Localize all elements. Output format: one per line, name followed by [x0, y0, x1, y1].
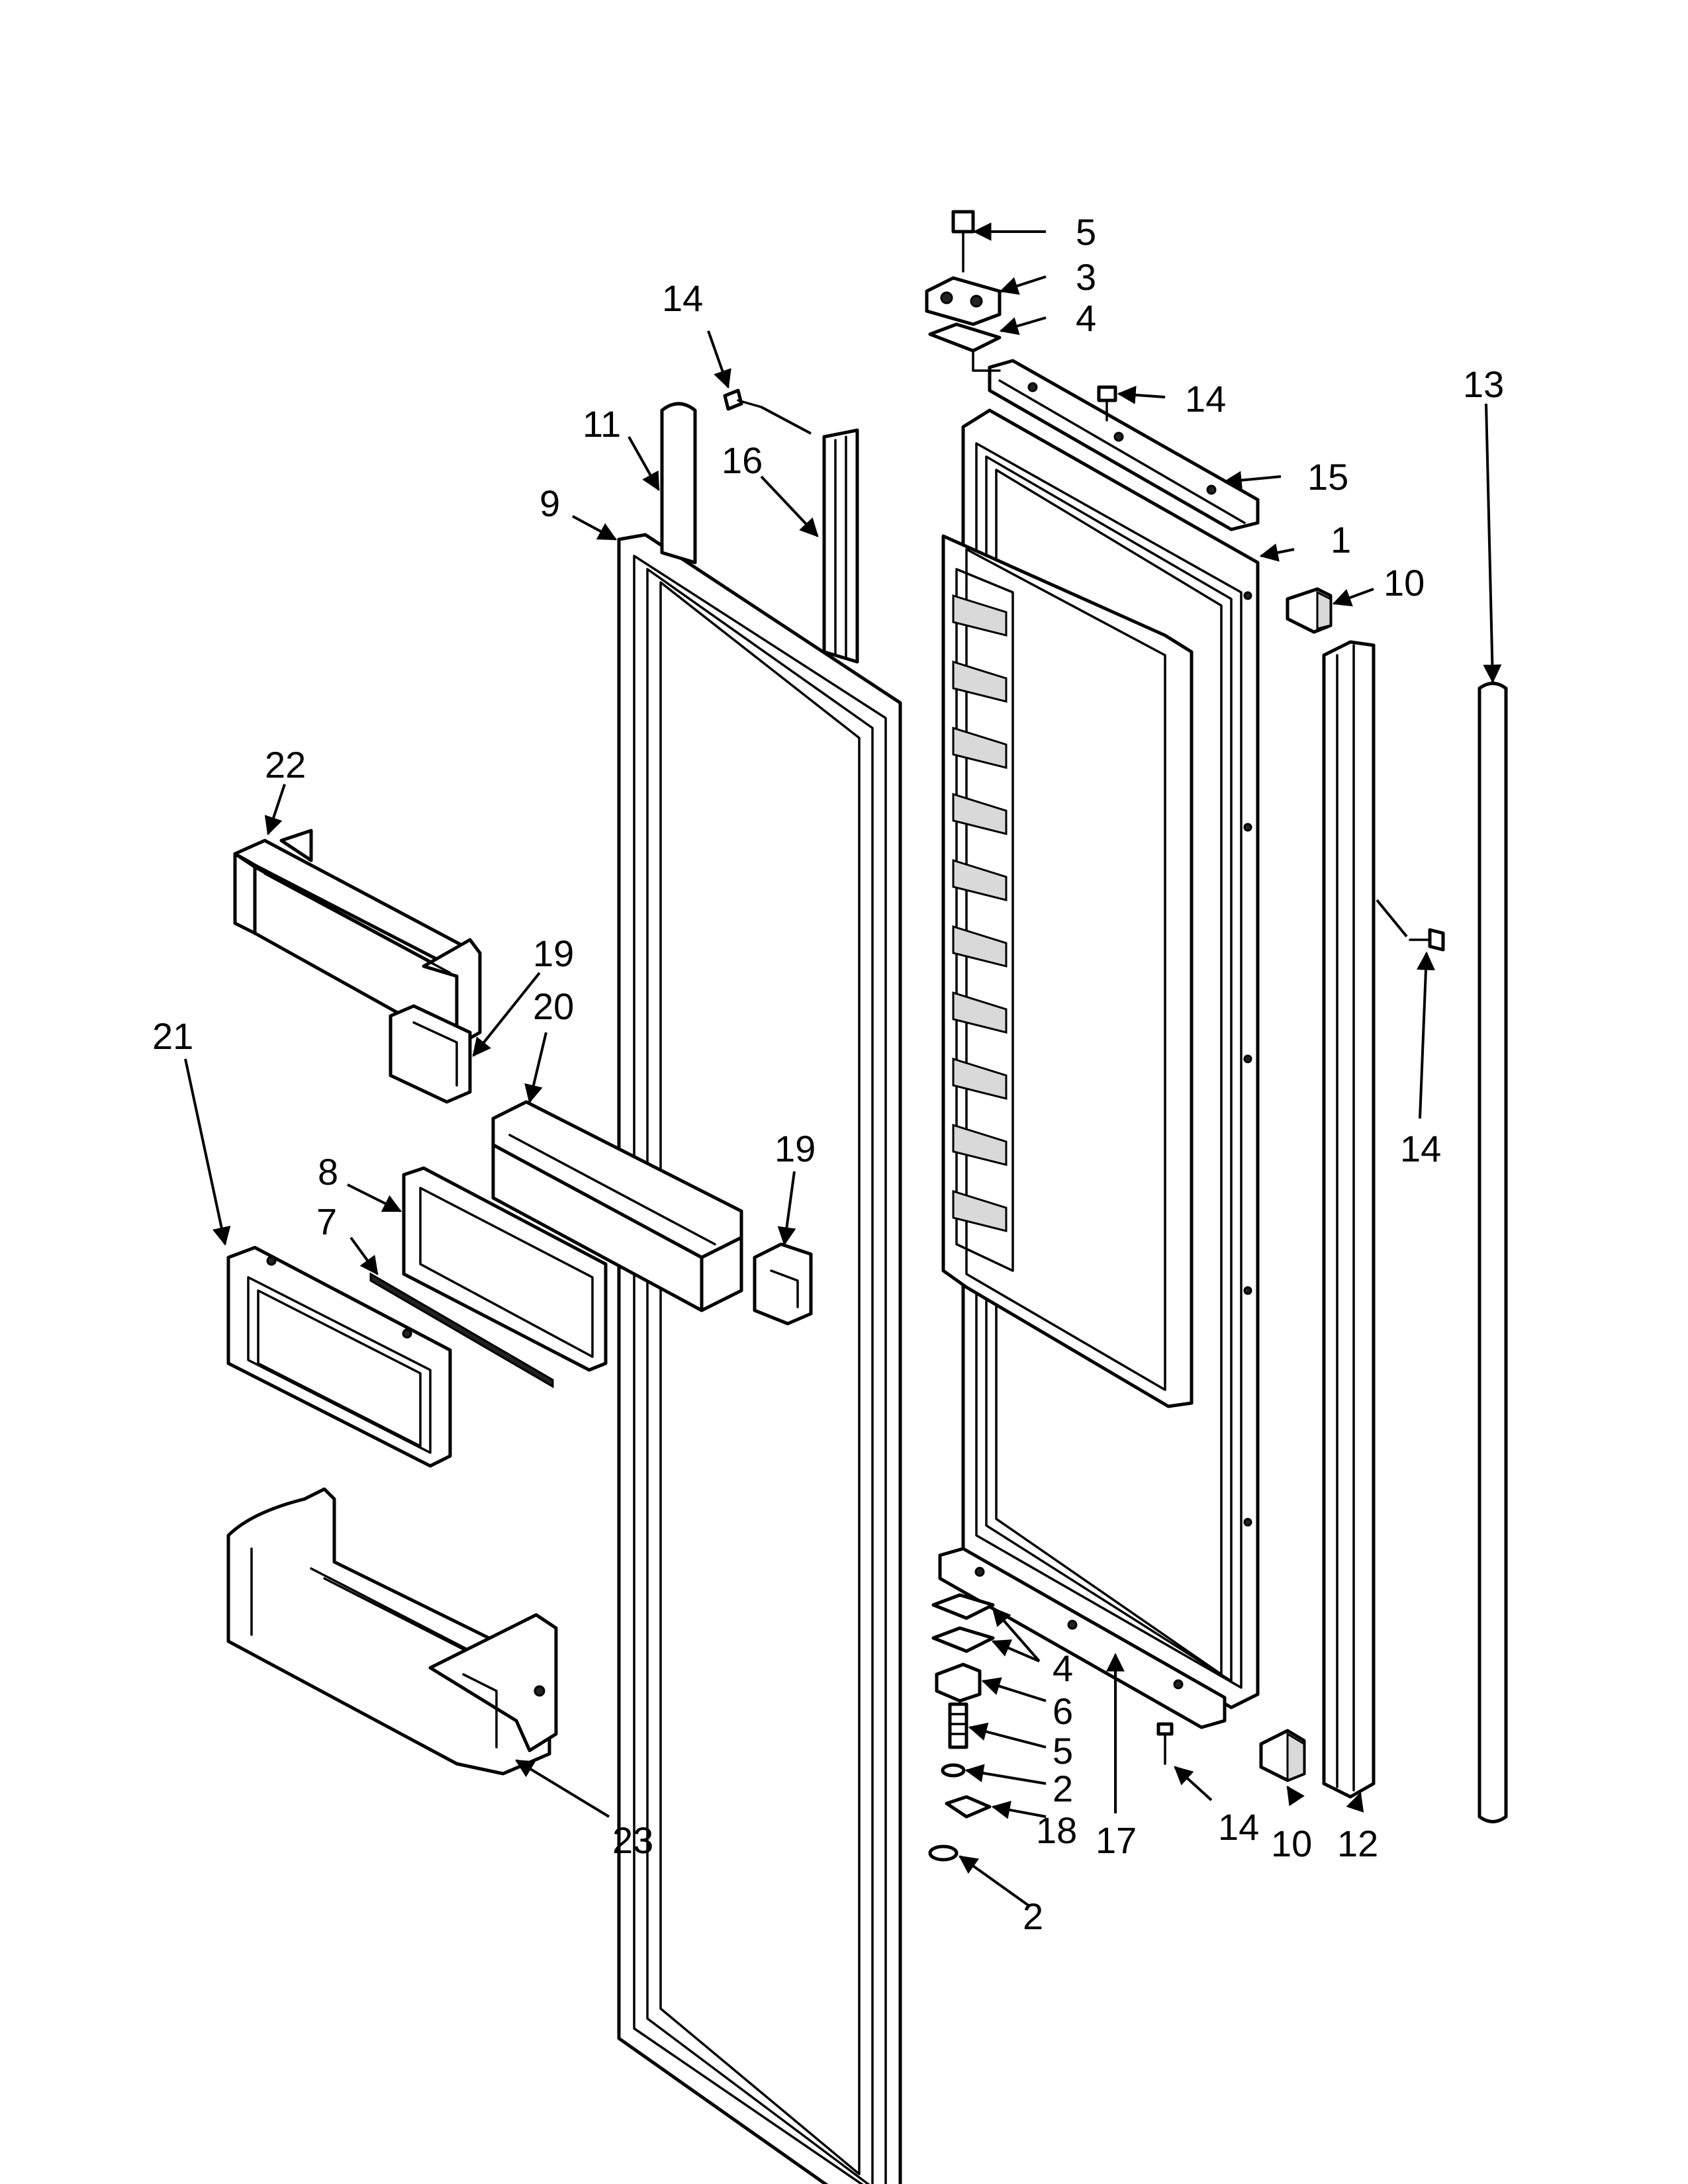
part-18-hinge-pin	[945, 1795, 992, 1819]
callout-10-top: 10	[1383, 562, 1425, 604]
callout-18: 18	[1036, 1809, 1077, 1851]
part-21-dairy-cover	[226, 1246, 452, 1468]
part-16-hinge-channel	[822, 428, 859, 664]
part-1-door-assembly	[941, 408, 1260, 1709]
part-9-door-gasket	[617, 533, 902, 2184]
part-7-seal-strip	[369, 1272, 554, 1388]
callout-23: 23	[612, 1819, 653, 1861]
callout-4-bottom: 4	[1053, 1647, 1073, 1689]
callout-5-top: 5	[1076, 211, 1096, 253]
part-19-end-cap-left	[389, 1004, 472, 1104]
callout-12: 12	[1337, 1823, 1378, 1864]
part-4-shim-bottom-1	[931, 1593, 995, 1620]
callout-10-bottom: 10	[1271, 1823, 1312, 1864]
part-6-bottom-hinge	[935, 1662, 982, 1703]
part-17-bottom-channel	[938, 1547, 1227, 1729]
callout-15: 15	[1307, 456, 1348, 498]
callout-1: 1	[1331, 519, 1351, 561]
part-5-hinge-screw-bottom	[948, 1702, 968, 1749]
callout-20: 20	[533, 985, 574, 1027]
part-23-lower-door-bin	[226, 1487, 558, 1776]
callout-5-bottom: 5	[1053, 1730, 1073, 1772]
part-14-screw-bottom	[1156, 1722, 1174, 1765]
part-20-dairy-compartment	[491, 1100, 743, 1312]
part-14-screw-middle-right	[1409, 928, 1445, 952]
callout-2-upper: 2	[1053, 1768, 1073, 1809]
callout-8: 8	[318, 1151, 338, 1193]
part-22-upper-door-bin	[233, 829, 482, 1048]
part-2-washer-2	[928, 1844, 959, 1862]
part-10-bracket-bottom	[1259, 1729, 1306, 1782]
part-2-washer-1	[941, 1763, 966, 1778]
part-10-bracket-top	[1286, 587, 1333, 634]
part-8-dairy-door	[402, 1166, 608, 1372]
callout-22: 22	[265, 744, 306, 786]
callout-21: 21	[152, 1015, 193, 1057]
door-shelf-ribs	[952, 594, 1008, 1232]
callout-16: 16	[722, 439, 763, 481]
part-12-door-trim	[1322, 640, 1376, 1799]
callout-14-middle-right: 14	[1400, 1128, 1441, 1169]
callout-19-right: 19	[774, 1128, 816, 1169]
callout-4-top: 4	[1076, 297, 1096, 339]
callout-14-top-left: 14	[662, 277, 703, 319]
part-4-shim-top	[928, 322, 1002, 372]
callout-labels: 5 3 4 14 14 15 1 10 11 16 9 13 14 22 19 …	[152, 211, 1504, 1937]
part-15-top-channel	[988, 359, 1260, 531]
part-3-top-hinge	[925, 276, 1002, 326]
callout-14-top-right: 14	[1185, 378, 1226, 420]
part-14-screw-top-right	[1097, 385, 1117, 422]
leader-lines	[184, 222, 1502, 1907]
callout-19-left: 19	[533, 933, 574, 974]
part-13-trim-strip	[1477, 682, 1508, 1823]
callout-6: 6	[1053, 1690, 1073, 1732]
part-19-end-cap-right	[753, 1242, 813, 1326]
part-5-hinge-screw-top	[951, 210, 975, 273]
callout-9: 9	[539, 482, 560, 524]
callout-3: 3	[1076, 256, 1096, 298]
part-11-vertical-trim	[660, 402, 697, 565]
callout-2-lower: 2	[1023, 1895, 1043, 1937]
callout-13: 13	[1463, 363, 1504, 405]
callout-17: 17	[1096, 1819, 1137, 1861]
callout-7: 7	[316, 1201, 337, 1242]
part-4-shim-bottom-2	[931, 1626, 995, 1653]
callout-11: 11	[583, 403, 621, 445]
part-14-screw-top-left	[723, 388, 763, 411]
callout-14-bottom: 14	[1218, 1806, 1259, 1848]
